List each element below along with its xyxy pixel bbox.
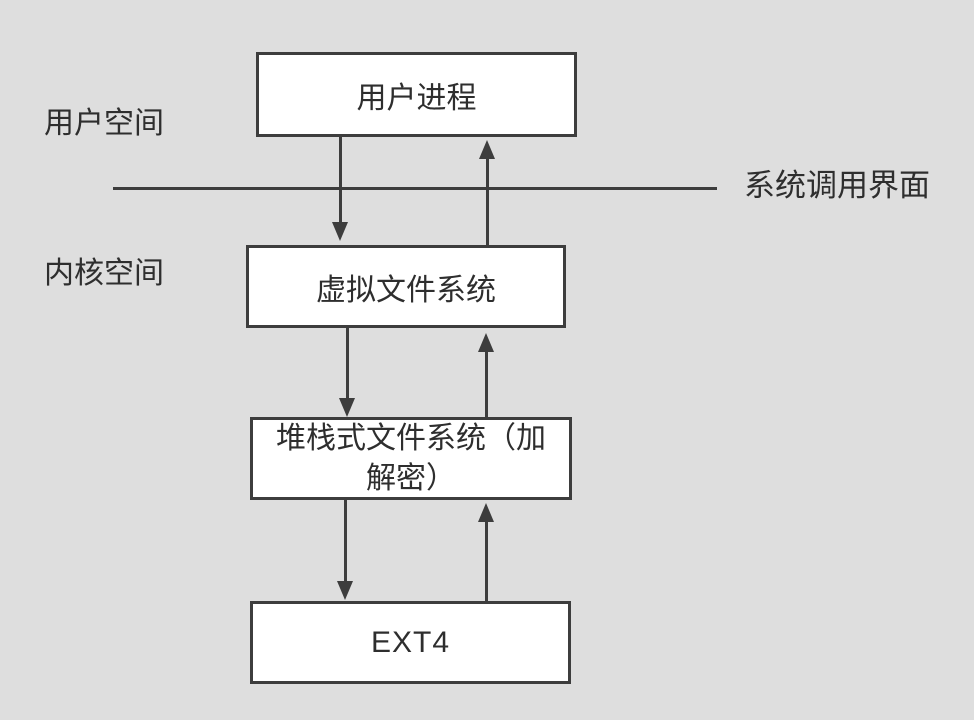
arrow-shaft (345, 328, 349, 398)
arrow-shaft (338, 137, 342, 222)
label-user-space: 用户空间 (44, 107, 164, 140)
arrowhead-down-icon (332, 222, 348, 241)
arrow-up-ext4-to-stacked-fs (478, 503, 494, 601)
arrow-down-stacked-fs-to-ext4 (337, 500, 353, 600)
arrowhead-up-icon (478, 503, 494, 522)
box-ext4: EXT4 (250, 601, 571, 684)
arrowhead-up-icon (478, 333, 494, 352)
box-user-process: 用户进程 (256, 52, 577, 137)
box-virtual-file-system: 虚拟文件系统 (246, 245, 566, 328)
box-stacked-file-system: 堆栈式文件系统（加解密） (250, 417, 572, 500)
arrow-shaft (484, 522, 488, 601)
arrow-shaft (484, 352, 488, 417)
arrow-up-vfs-to-user-process (479, 140, 495, 245)
arrow-up-stacked-fs-to-vfs (478, 333, 494, 417)
syscall-boundary-line (113, 187, 717, 190)
arrow-shaft (343, 500, 347, 581)
label-kernel-space: 内核空间 (44, 257, 164, 290)
arrow-down-user-process-to-vfs (332, 137, 348, 241)
arrow-down-vfs-to-stacked-fs (339, 328, 355, 417)
arrowhead-down-icon (339, 398, 355, 417)
arrow-shaft (485, 159, 489, 245)
arrowhead-up-icon (479, 140, 495, 159)
arrowhead-down-icon (337, 581, 353, 600)
label-syscall-interface: 系统调用界面 (744, 168, 930, 203)
